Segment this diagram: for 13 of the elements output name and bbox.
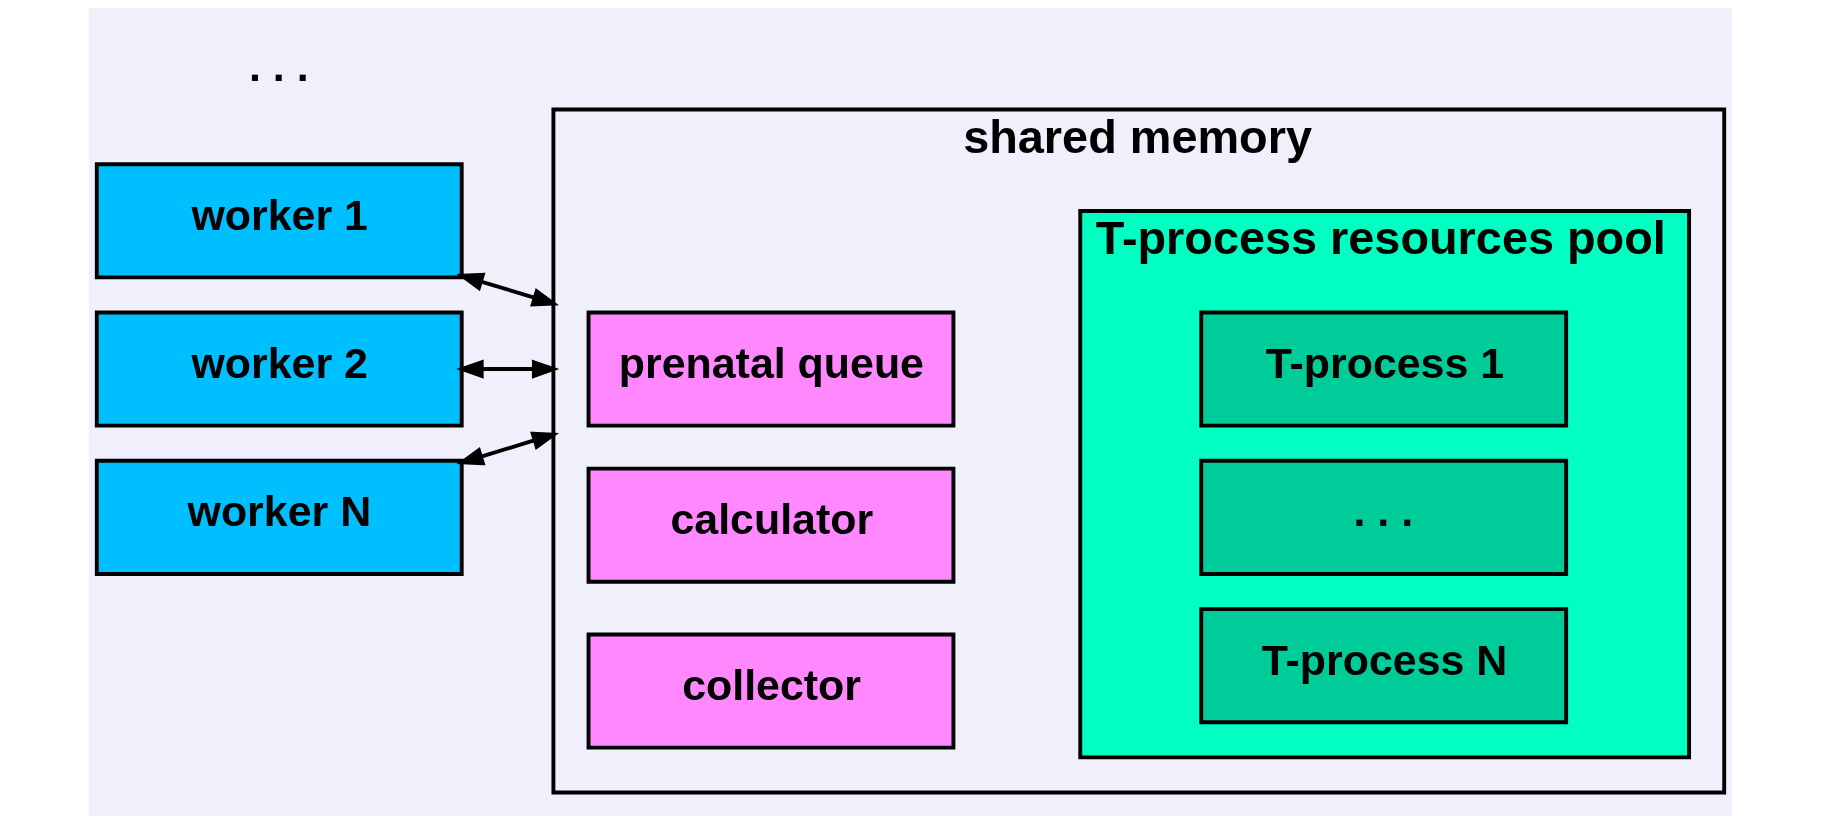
node-box: calculator — [586, 466, 956, 584]
node-box: worker 1 — [94, 162, 464, 280]
node-box: T-process 1 — [1199, 310, 1569, 428]
node-box: prenatal queue — [586, 310, 956, 428]
node-box: T-process N — [1199, 607, 1569, 725]
node-box: worker N — [94, 458, 464, 576]
arrow — [456, 272, 560, 307]
node-box: . . . — [1199, 458, 1569, 576]
arrow — [456, 431, 560, 466]
node-box: collector — [586, 632, 956, 750]
arrow — [456, 359, 560, 379]
label: . . . — [249, 42, 309, 91]
node-box: worker 2 — [94, 310, 464, 428]
